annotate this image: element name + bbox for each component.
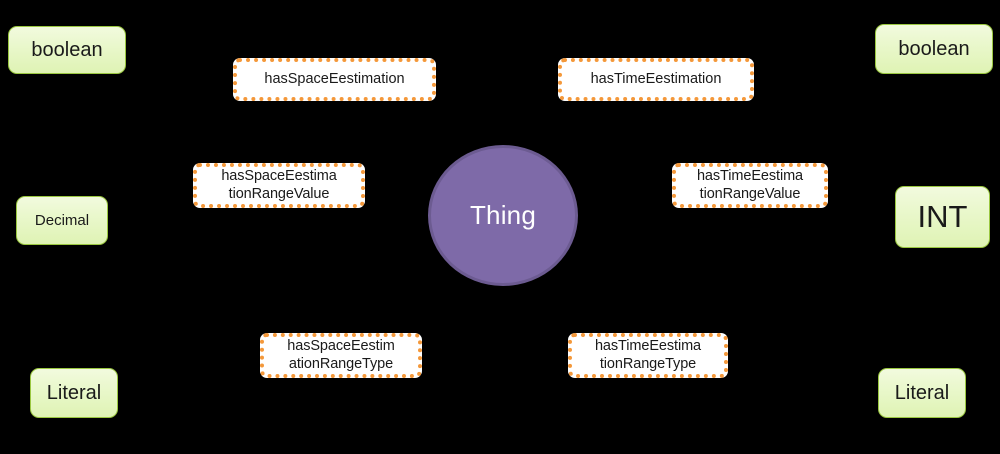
property-label-line: tionRangeValue [699, 185, 801, 202]
datatype-node-int-right[interactable]: INT [895, 186, 990, 248]
datatype-node-label: Literal [46, 381, 102, 404]
datatype-node-label: INT [917, 198, 968, 234]
property-label-line: hasSpaceEestim [287, 337, 395, 354]
property-label-has-space-eestimation-range-type[interactable]: hasSpaceEestim ationRangeType [260, 333, 422, 378]
datatype-node-literal-right[interactable]: Literal [878, 368, 966, 418]
property-label-line: hasTimeEestima [696, 167, 804, 184]
property-label-line: tionRangeValue [228, 185, 330, 202]
property-label-line: tionRangeType [599, 355, 697, 372]
datatype-node-boolean-left[interactable]: boolean [8, 26, 126, 74]
property-label-has-space-eestimation[interactable]: hasSpaceEestimation [233, 58, 436, 101]
property-label-line: hasSpaceEestimation [264, 70, 405, 87]
datatype-node-label: boolean [898, 37, 970, 60]
property-label-has-time-eestimation-range-type[interactable]: hasTimeEestima tionRangeType [568, 333, 728, 378]
datatype-node-label: boolean [31, 38, 103, 61]
class-node-label: Thing [469, 200, 537, 230]
property-label-line: hasTimeEestimation [590, 70, 722, 87]
datatype-node-label: Literal [894, 381, 950, 404]
property-label-has-time-eestimation[interactable]: hasTimeEestimation [558, 58, 754, 101]
property-label-line: hasTimeEestima [594, 337, 702, 354]
datatype-node-boolean-right[interactable]: boolean [875, 24, 993, 74]
property-label-has-space-eestimation-range-value[interactable]: hasSpaceEestima tionRangeValue [193, 163, 365, 208]
datatype-node-literal-left[interactable]: Literal [30, 368, 118, 418]
property-label-has-time-eestimation-range-value[interactable]: hasTimeEestima tionRangeValue [672, 163, 828, 208]
property-label-line: hasSpaceEestima [221, 167, 337, 184]
datatype-node-label: Decimal [34, 211, 90, 229]
property-label-line: ationRangeType [288, 355, 394, 372]
class-node-thing[interactable]: Thing [428, 145, 578, 286]
datatype-node-decimal-left[interactable]: Decimal [16, 196, 108, 245]
